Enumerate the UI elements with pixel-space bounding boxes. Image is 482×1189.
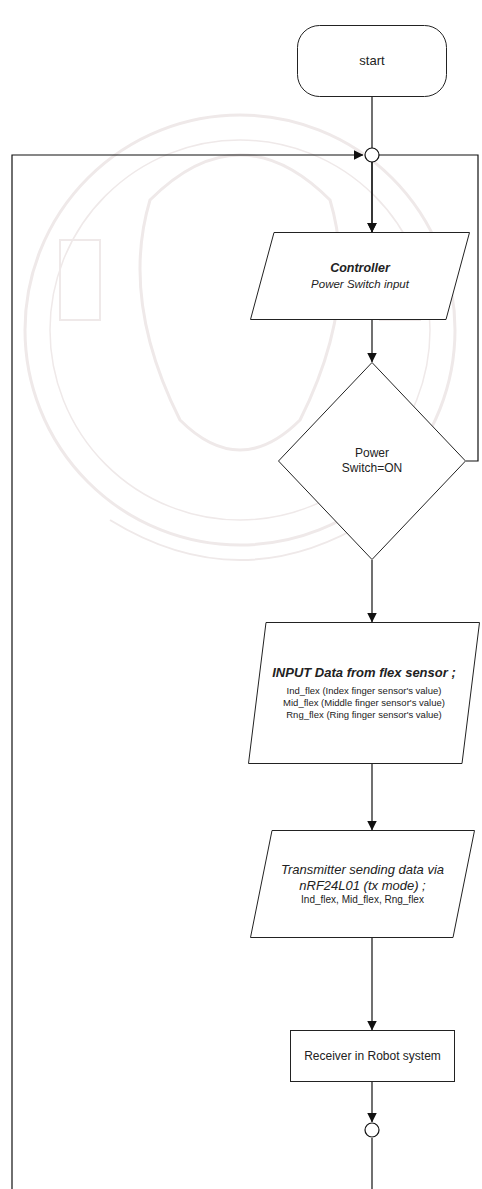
parallelogram-outline [251,233,470,320]
junction-circle [365,1123,379,1137]
node-text: Mid_flex (Middle finger sensor's value) [283,697,445,709]
flow-line [371,1082,372,1122]
node-content: ControllerPower Switch input [250,232,470,320]
process-box: Receiver in Robot system [290,1030,455,1082]
node-title: start [359,53,384,69]
node-title: Controller [330,261,390,277]
input-parallelogram: ControllerPower Switch input [250,232,470,320]
decision-diamond: Power Switch=ON [278,362,466,560]
output-parallelogram: Transmitter sending data via nRF24L01 (t… [250,830,475,938]
node-text: Ind_flex (Index finger sensor's value) [287,685,442,697]
node-title: Receiver in Robot system [304,1049,441,1064]
node-content: Receiver in Robot system [290,1030,455,1082]
flow-arrow [371,560,372,622]
flow-arrow [371,938,372,1030]
parallelogram-outline [249,623,480,764]
terminal-outline [298,26,447,97]
node-text: Power Switch input [311,277,409,291]
junction-circle [365,148,379,162]
node-title: Transmitter sending data via nRF24L01 (t… [276,862,449,895]
watermark-ring [50,140,430,520]
flow-line [371,1138,372,1189]
flow-arrow [371,320,372,362]
node-content: Transmitter sending data via nRF24L01 (t… [250,830,475,938]
flow-arrow [371,764,372,830]
node-text: Rng_flex (Ring finger sensor's value) [286,709,441,721]
node-content: start [297,25,447,97]
node-title: INPUT Data from flex sensor ; [272,665,456,681]
terminal-box: start [297,25,447,97]
watermark-ornament [110,520,370,560]
input-parallelogram: INPUT Data from flex sensor ; Ind_flex (I… [248,622,480,764]
node-text: Ind_flex, Mid_flex, Rng_flex [301,894,424,907]
parallelogram-outline [251,831,475,938]
diamond-outline [279,363,466,560]
node-content: INPUT Data from flex sensor ; Ind_flex (I… [248,622,480,764]
node-content: Power Switch=ON [278,362,466,560]
process-outline [291,1031,455,1082]
node-title: Power Switch=ON [328,446,416,476]
input-parallelogram-outline [250,232,470,320]
